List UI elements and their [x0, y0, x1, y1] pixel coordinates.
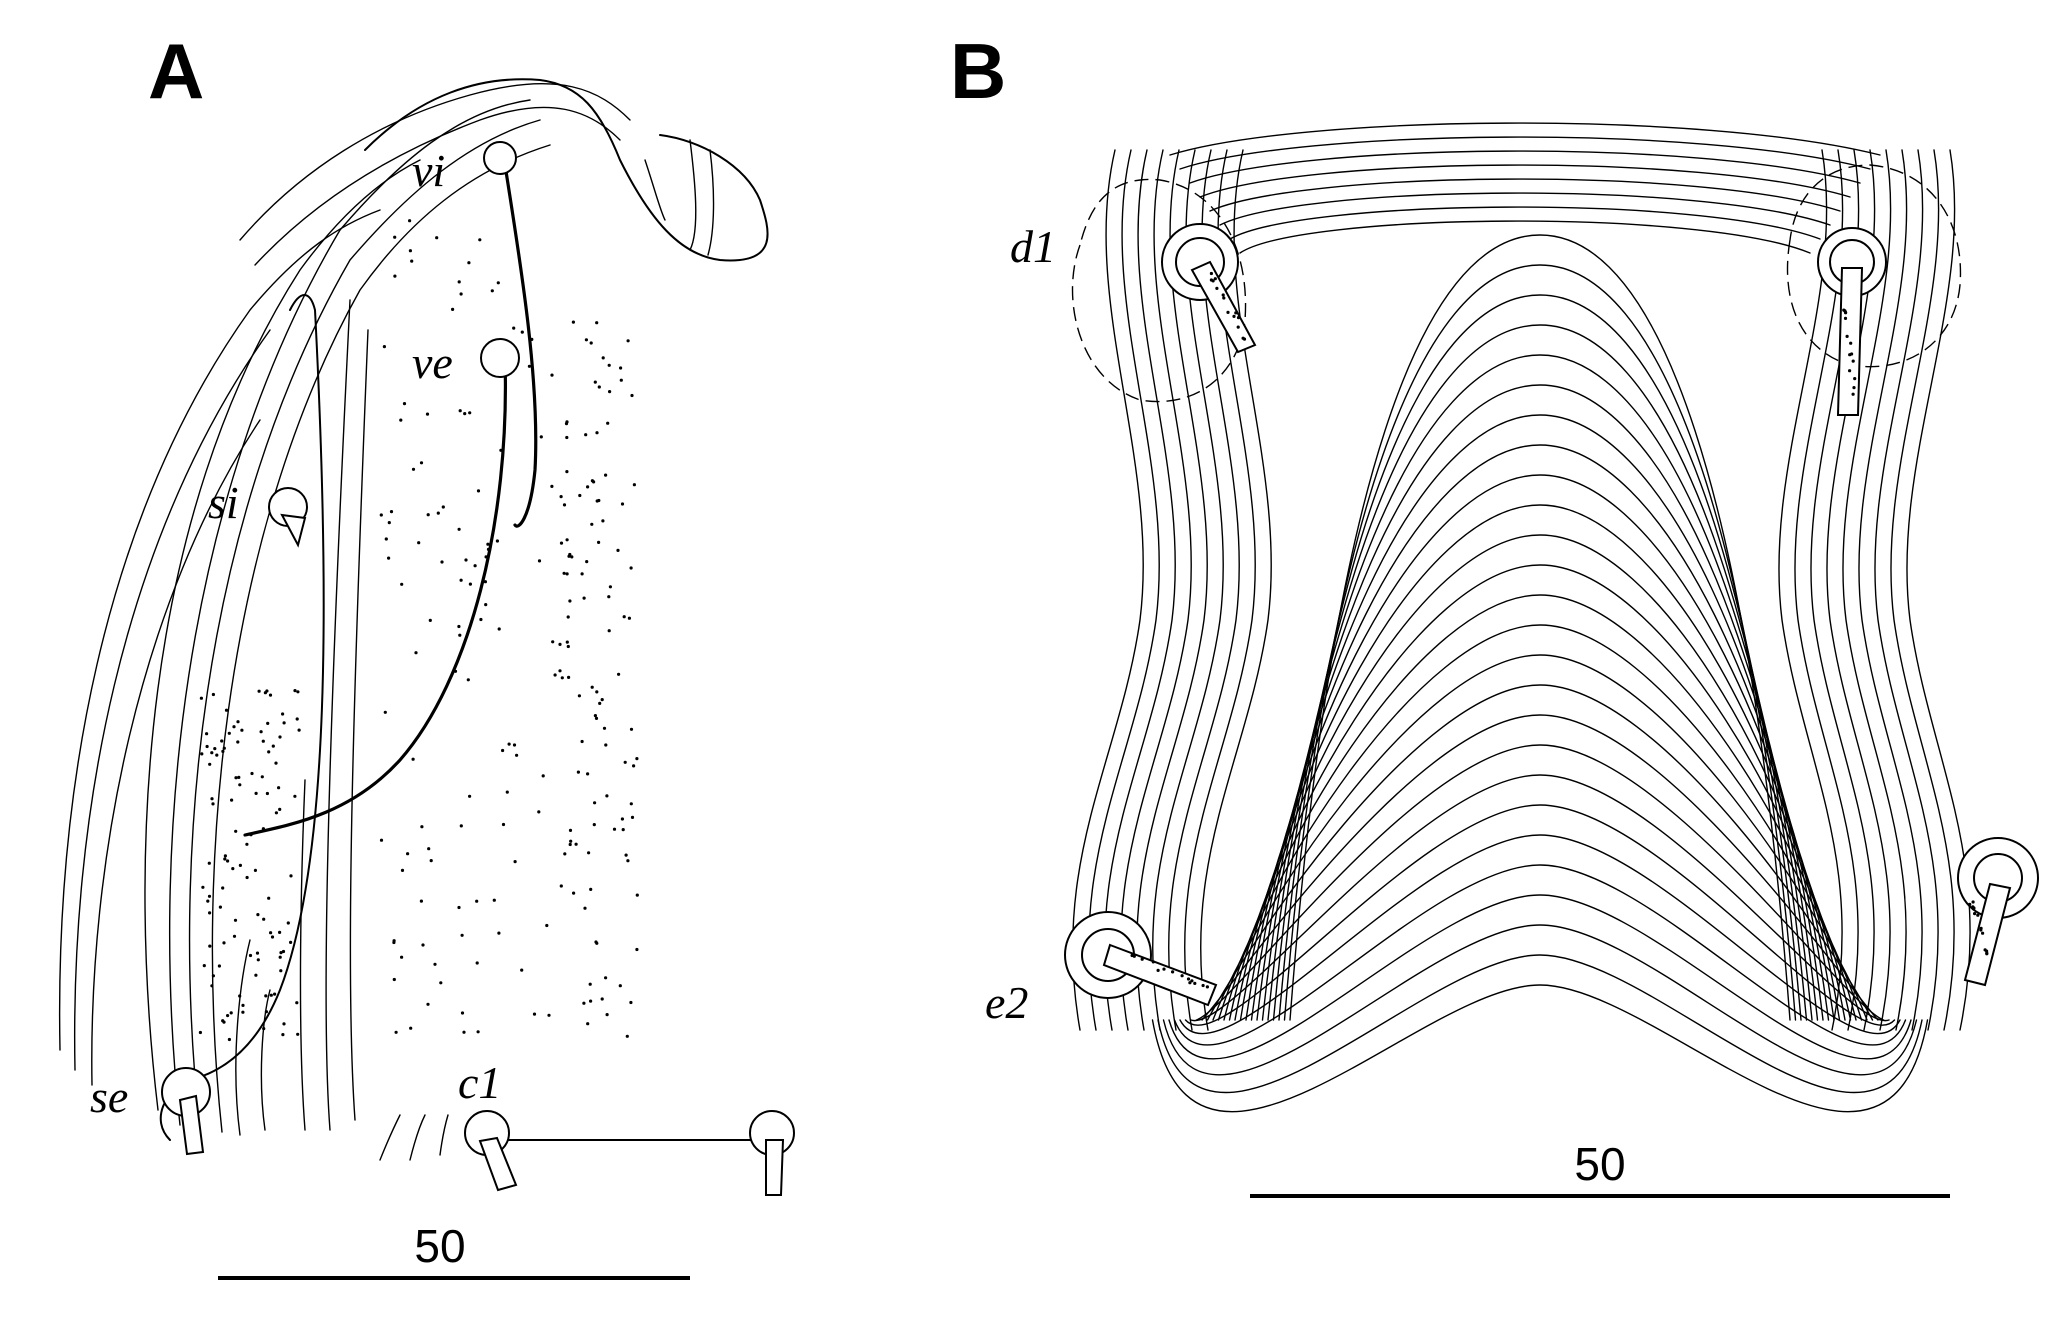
- label-vi: vi: [412, 145, 445, 196]
- panel-a-anterior-margin: [364, 78, 769, 262]
- seta-si-shaft: [280, 513, 307, 548]
- panel-b-letter: B: [950, 27, 1006, 115]
- seta-vi-socket: [483, 141, 517, 175]
- panel-a-scale-label: 50: [414, 1220, 465, 1272]
- seta-se-shaft: [178, 1094, 205, 1156]
- label-se: se: [90, 1071, 128, 1122]
- panel-a: A: [58, 27, 795, 1280]
- panel-b: B d1 e2 50: [950, 27, 2039, 1198]
- seta-ve-shaft: [243, 358, 508, 837]
- panel-a-letter: A: [148, 27, 204, 115]
- seta-vi-shaft: [503, 163, 538, 528]
- seta-c1-opposite-shaft: [765, 1139, 785, 1196]
- label-si: si: [208, 477, 239, 528]
- panel-a-stippling: [198, 219, 639, 1042]
- label-e2: e2: [985, 977, 1028, 1028]
- seta-e2-left-shaft: [1102, 943, 1218, 1007]
- seta-ve-socket: [480, 338, 520, 378]
- seta-c1-shaft: [478, 1136, 518, 1192]
- seta-d1-right-shaft: [1836, 267, 1864, 416]
- seta-e2-right-shaft: [1963, 882, 2012, 987]
- panel-a-lateral-striae: [58, 83, 631, 1136]
- panel-b-scale-label: 50: [1574, 1138, 1625, 1190]
- label-c1: c1: [458, 1057, 501, 1108]
- label-d1: d1: [1010, 221, 1056, 272]
- panel-b-seta-stippling: [1130, 271, 1989, 989]
- d1-right-platelet: [1786, 164, 1962, 368]
- panel-b-striae: [1072, 122, 1971, 1113]
- d1-left-platelet: [1071, 178, 1247, 403]
- label-ve: ve: [412, 337, 453, 388]
- seta-d1-left-shaft: [1190, 260, 1257, 354]
- panel-a-posterior-striae: [379, 139, 715, 1161]
